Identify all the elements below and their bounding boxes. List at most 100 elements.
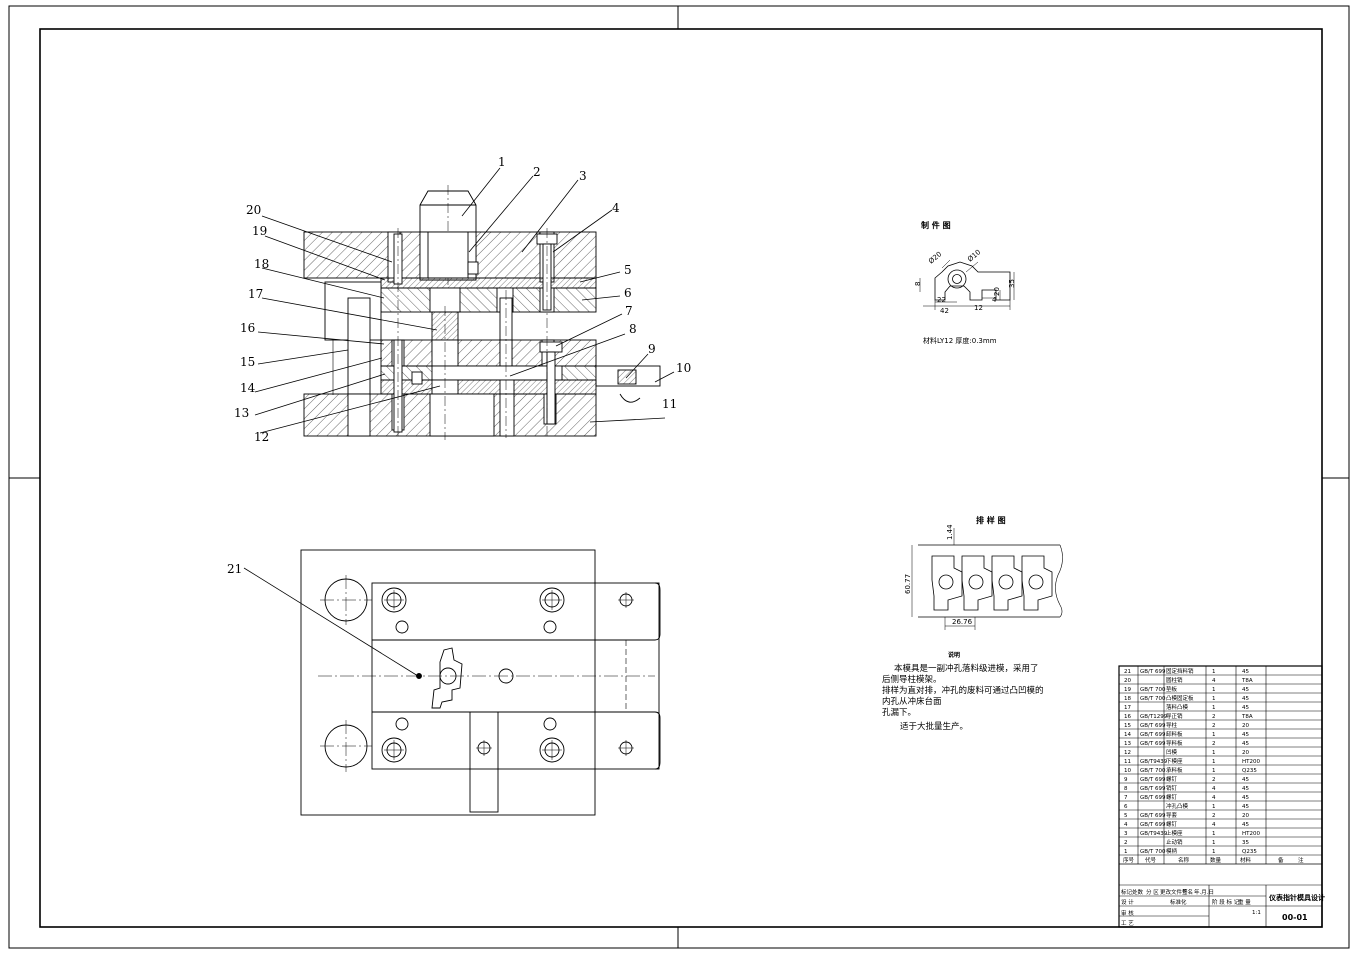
bom-cell-no: 19 (1124, 687, 1131, 693)
bom-cell-no: 7 (1124, 795, 1128, 801)
svg-text:签名: 签名 (1182, 888, 1193, 896)
svg-text:标准化: 标准化 (1170, 898, 1187, 906)
svg-text:处数: 处数 (1132, 888, 1144, 896)
balloon-8: 8 (629, 322, 637, 336)
bom-cell-qty: 1 (1212, 732, 1216, 738)
bom-cell-qty: 1 (1212, 696, 1216, 702)
svg-text:22: 22 (937, 296, 946, 304)
bom-cell-mat: 20 (1242, 813, 1249, 819)
stripper-plate (380, 339, 597, 367)
bom-cell-code: GB/T 700 (1140, 696, 1166, 702)
bom-cell-name: 螺钉 (1166, 793, 1178, 801)
bom-cell-code: GB/T 699 (1140, 777, 1166, 783)
bom-cell-mat: 45 (1242, 822, 1249, 828)
balloon-5: 5 (624, 263, 632, 277)
balloon-7: 7 (625, 304, 633, 318)
bom-table (1118, 665, 1323, 928)
bom-cell-qty: 2 (1212, 741, 1216, 747)
bom-cell-code: GB/T 700 (1140, 687, 1166, 693)
bom-cell-name: 承料板 (1166, 766, 1183, 774)
bom-cell-no: 21 (1124, 669, 1131, 675)
balloon-2: 2 (533, 165, 541, 179)
part-drawing-dims: Ø20 Ø10 22 42 12 4 20 35 8 (914, 248, 1016, 315)
backing-plate (380, 277, 597, 289)
bom-cell-no: 14 (1124, 732, 1131, 738)
svg-text:审 核: 审 核 (1121, 909, 1134, 917)
bom-cell-qty: 1 (1212, 687, 1216, 693)
strip-support-plate (595, 365, 661, 403)
balloon-18: 18 (254, 257, 269, 271)
bom-cell-no: 18 (1124, 696, 1131, 702)
bom-cell-name: 固定挡料销 (1166, 667, 1194, 675)
bom-cell-name: 销钉 (1166, 784, 1178, 792)
bom-cell-no: 4 (1124, 822, 1128, 828)
balloon-9: 9 (648, 342, 656, 356)
bom-cell-code: GB/T 699 (1140, 723, 1166, 729)
svg-text:Ø10: Ø10 (966, 248, 982, 263)
bom-cell-mat: 45 (1242, 804, 1249, 810)
svg-text:12: 12 (974, 304, 983, 312)
balloon-4: 4 (612, 201, 620, 215)
svg-text:Ø20: Ø20 (927, 250, 943, 265)
bom-cell-name: 导料板 (1166, 739, 1183, 747)
bom-cell-name: 圆柱销 (1166, 676, 1183, 684)
balloon-13: 13 (234, 406, 249, 420)
bom-cell-no: 15 (1124, 723, 1131, 729)
svg-text:更改文件号: 更改文件号 (1160, 888, 1188, 896)
bom-cell-no: 17 (1124, 705, 1131, 711)
balloon-3: 3 (579, 169, 587, 183)
bom-cell-qty: 2 (1212, 813, 1216, 819)
bom-cell-mat: Q235 (1242, 768, 1257, 774)
strip-layout (911, 528, 1063, 630)
bom-cell-mat: HT200 (1242, 831, 1260, 837)
bom-cell-code: GB/T 699 (1140, 669, 1166, 675)
bom-cell-code: GB/T 699 (1140, 786, 1166, 792)
bom-cell-no: 9 (1124, 777, 1128, 783)
assembly-leaders (243, 167, 675, 677)
bom-header: 序号 代号 名称 数量 材料 备 注 (1123, 856, 1304, 864)
bom-cell-code: GB/T 699 (1140, 822, 1166, 828)
bom-cell-name: 导正销 (1166, 712, 1183, 720)
strip-layout-dims: 1.44 60.77 26.76 (904, 524, 973, 626)
svg-text:标记: 标记 (1121, 888, 1133, 896)
bom-cell-qty: 2 (1212, 777, 1216, 783)
balloon-14: 14 (240, 381, 256, 395)
svg-text:年.月.日: 年.月.日 (1194, 888, 1214, 896)
bom-cell-no: 20 (1124, 678, 1131, 684)
bom-cell-mat: 20 (1242, 750, 1249, 756)
bom-cell-name: 螺钉 (1166, 775, 1178, 783)
bom-cell-mat: T8A (1241, 678, 1253, 684)
punch-holder-plate (380, 287, 597, 313)
svg-text:8: 8 (914, 282, 922, 286)
bom-cell-name: 垫板 (1166, 685, 1178, 693)
svg-text:代号: 代号 (1145, 856, 1157, 864)
bom-cell-qty: 1 (1212, 750, 1216, 756)
bom-cell-mat: HT200 (1242, 759, 1260, 765)
bom-cell-mat: 35 (1242, 840, 1249, 846)
svg-text:1.44: 1.44 (946, 524, 954, 540)
bom-cell-mat: 45 (1242, 732, 1249, 738)
bom-cell-qty: 1 (1212, 759, 1216, 765)
bom-cell-mat: 45 (1242, 687, 1249, 693)
part-drawing-title: 制 件 图 (921, 220, 951, 230)
svg-text:备: 备 (1278, 856, 1284, 864)
bom-cell-name: 凹模 (1166, 748, 1178, 756)
bom-cell-no: 1 (1124, 849, 1128, 855)
bom-cell-name: 螺钉 (1166, 820, 1178, 828)
balloon-21: 21 (227, 562, 242, 576)
bom-cell-qty: 1 (1212, 768, 1216, 774)
balloon-11: 11 (662, 397, 677, 411)
